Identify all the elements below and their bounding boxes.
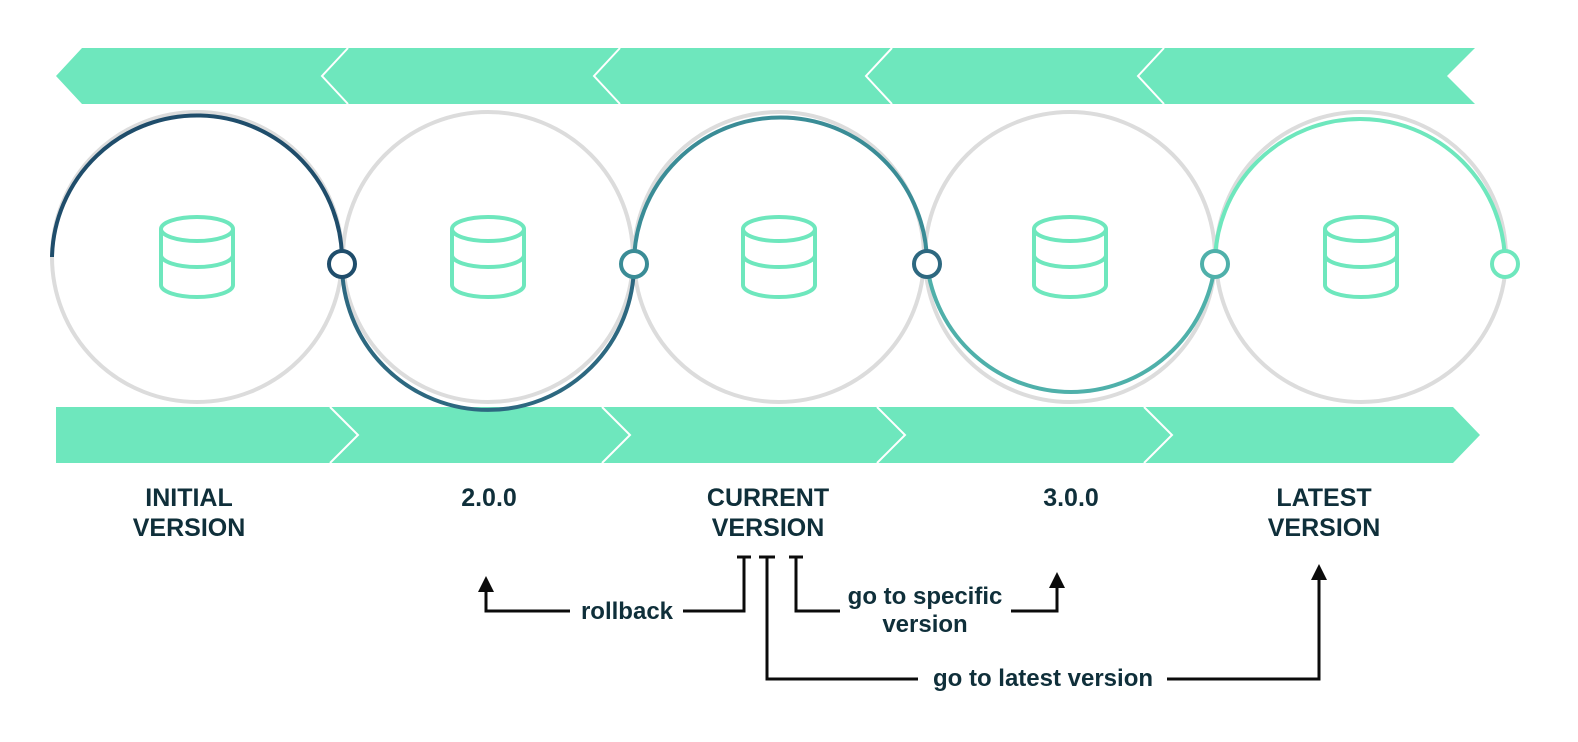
rollback-label: rollback <box>581 598 674 625</box>
specific-version-arrow <box>789 555 1065 613</box>
path-arc-3-0-0 <box>925 263 1217 394</box>
backward-band-divider <box>864 47 893 105</box>
forward-band-divider <box>601 406 632 464</box>
forward-band-divider <box>876 406 907 464</box>
database-icons <box>159 215 1399 299</box>
junction-node <box>912 249 942 279</box>
junction-nodes <box>327 249 1520 279</box>
version-ring-latest <box>1214 110 1508 404</box>
forward-band-body <box>56 407 1480 463</box>
backward-band-divider <box>592 47 621 105</box>
version-label-initial-line2: VERSION <box>133 514 246 542</box>
version-labels: INITIAL VERSION 2.0.0 CURRENT VERSION 3.… <box>133 484 1381 542</box>
arrow-up-icon <box>478 576 494 592</box>
navigation-arrows <box>478 555 1327 681</box>
database-icon <box>1032 215 1108 299</box>
junction-node <box>1490 249 1520 279</box>
version-label-latest-line2: VERSION <box>1268 514 1381 542</box>
junction-node <box>1200 249 1230 279</box>
path-arc-2-0-0 <box>340 263 636 412</box>
version-label-current-line1: CURRENT <box>707 484 829 512</box>
database-icon <box>159 215 235 299</box>
version-label-current-line2: VERSION <box>712 514 825 542</box>
version-label-2-0-0: 2.0.0 <box>461 484 517 512</box>
version-rings <box>50 110 1508 404</box>
latest-version-label: go to latest version <box>933 665 1153 692</box>
junction-node <box>327 249 357 279</box>
version-label-latest-line1: LATEST <box>1276 484 1371 512</box>
backward-band-divider <box>1136 47 1165 105</box>
version-ring-3-0-0 <box>923 110 1217 404</box>
action-labels: rollback go to specific version go to la… <box>581 583 1153 692</box>
arrow-up-icon <box>1049 572 1065 588</box>
version-path <box>50 113 1507 412</box>
path-arc-current <box>632 115 929 265</box>
latest-version-arrow <box>759 555 1327 681</box>
database-icon <box>1323 215 1399 299</box>
forward-band-divider <box>329 406 360 464</box>
version-ring-2-0-0 <box>341 110 635 404</box>
rollback-arrow <box>478 555 751 613</box>
forward-arrow-band <box>56 406 1480 464</box>
junction-node <box>619 249 649 279</box>
arrow-up-icon <box>1311 564 1327 580</box>
path-arc-latest <box>1213 117 1507 265</box>
backward-band-divider <box>320 47 349 105</box>
forward-band-divider <box>1143 406 1174 464</box>
version-label-initial-line1: INITIAL <box>145 484 233 512</box>
database-icon <box>450 215 526 299</box>
specific-version-label-line2: version <box>882 611 967 638</box>
path-arc-initial <box>50 113 345 265</box>
backward-band-body <box>56 48 1475 104</box>
backward-arrow-band <box>56 47 1475 105</box>
database-icon <box>741 215 817 299</box>
version-label-3-0-0: 3.0.0 <box>1043 484 1099 512</box>
specific-version-label-line1: go to specific <box>848 583 1003 610</box>
